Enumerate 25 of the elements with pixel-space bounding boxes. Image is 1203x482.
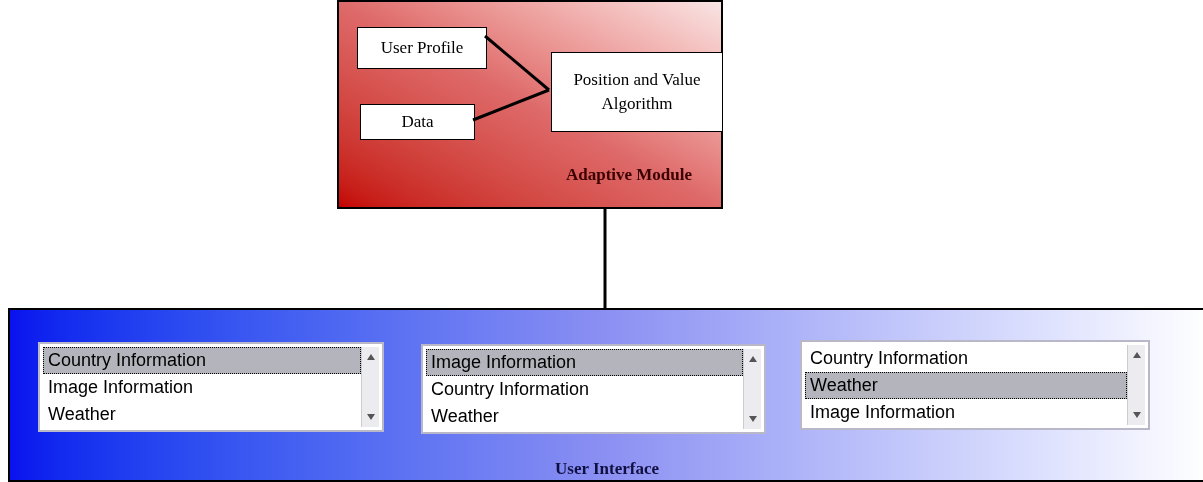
panel-title: User Interface <box>554 458 660 480</box>
list-item: Weather <box>430 405 500 428</box>
list-item: Weather <box>47 403 117 426</box>
list-item: Image Information <box>47 376 195 399</box>
list-box <box>38 342 384 432</box>
list-item: Image Information <box>809 401 957 424</box>
module-panel <box>337 0 723 209</box>
connector-line <box>484 34 550 92</box>
box-label: Position and Value Algorithm <box>572 69 702 115</box>
connector-line <box>603 209 607 308</box>
list-box <box>421 344 766 434</box>
selected-list-item: Image Information <box>426 349 743 376</box>
process-box <box>360 104 475 140</box>
interface-panel <box>8 308 1203 482</box>
process-box <box>357 27 487 69</box>
panel-title: Adaptive Module <box>564 164 694 186</box>
box-label: User Profile <box>380 37 464 59</box>
list-item: Country Information <box>430 378 591 401</box>
selected-list-item: Weather <box>805 372 1127 399</box>
list-box <box>800 340 1150 430</box>
process-box <box>551 52 723 132</box>
list-item: Country Information <box>809 347 970 370</box>
selected-list-item: Country Information <box>43 347 361 374</box>
connector-line <box>472 88 550 122</box>
box-label: Data <box>401 111 434 133</box>
